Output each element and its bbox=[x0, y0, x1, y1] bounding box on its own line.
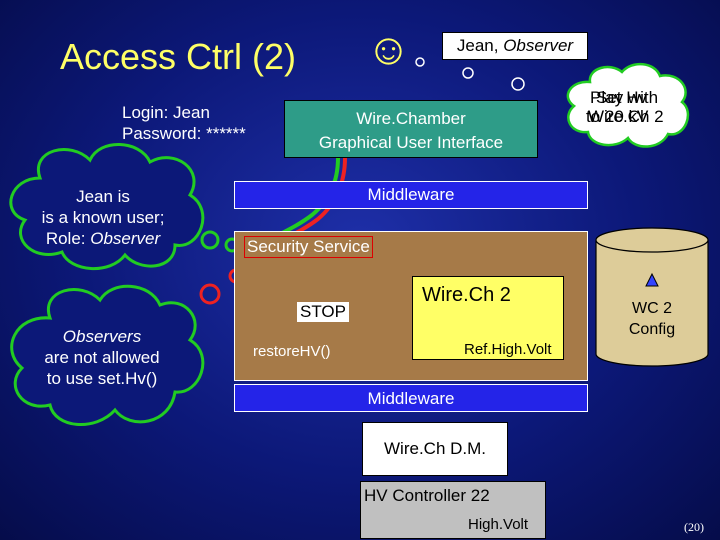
observers-cloud bbox=[10, 284, 205, 426]
cloud-line-role: Observer bbox=[90, 229, 161, 248]
config-line2: Config bbox=[628, 321, 676, 338]
cloud-line: to use set.Hv() bbox=[46, 369, 158, 388]
known-user-cloud bbox=[9, 143, 205, 270]
known-user-cloud-text: Jean is is a known user; Role: Observer bbox=[14, 186, 192, 249]
gui-line2: Graphical User Interface bbox=[318, 133, 504, 152]
thought-text: Set Hv bbox=[596, 88, 648, 107]
thought-line2: Wire.Ch 2 to 20 kV bbox=[576, 107, 684, 126]
page-number: (20) bbox=[684, 520, 704, 534]
user-role: Observer bbox=[503, 36, 574, 55]
smiley-icon: ☺ bbox=[366, 25, 411, 74]
cloud-bubble bbox=[200, 230, 220, 250]
config-cylinder bbox=[595, 227, 709, 367]
gui-box: Wire.Chamber Graphical User Interface bbox=[284, 100, 538, 158]
high-volt-label: High.Volt bbox=[468, 516, 529, 533]
observers-cloud-text: Observers are not allowed to use set.Hv(… bbox=[28, 326, 176, 389]
config-text: WC 2 Config bbox=[600, 298, 704, 340]
restore-hv-label: restoreHV() bbox=[253, 343, 331, 360]
middleware-bottom: Middleware bbox=[234, 384, 588, 412]
thought-text: to 20 kV bbox=[586, 107, 649, 126]
thought-cloud bbox=[566, 63, 690, 148]
login-line: Login: Jean bbox=[122, 103, 210, 122]
middleware-top: Middleware bbox=[234, 181, 588, 209]
cloud-line: Role: Observer bbox=[14, 228, 192, 249]
thought-line1: Play with Set Hv bbox=[576, 88, 684, 107]
thought-text: Wire.Ch 2 bbox=[588, 107, 664, 126]
cloud-line: is a known user; bbox=[41, 208, 165, 227]
thought-bubble-small bbox=[511, 77, 525, 91]
thought-cloud-text: Play with Set Hv Wire.Ch 2 to 20 kV bbox=[576, 88, 684, 126]
user-role-badge: Jean, Observer bbox=[442, 32, 588, 60]
stop-label: STOP bbox=[297, 302, 349, 322]
wirech2-label: Wire.Ch 2 bbox=[422, 284, 511, 306]
ref-high-volt-label: Ref.High.Volt bbox=[464, 341, 552, 358]
cloud-line: Observers bbox=[62, 327, 142, 346]
triangle-icon bbox=[645, 272, 659, 287]
login-info: Login: Jean Password: ****** bbox=[122, 102, 246, 144]
hv-controller-box bbox=[360, 481, 546, 539]
hv-controller-label: HV Controller 22 bbox=[364, 486, 490, 505]
thought-text: Play with bbox=[590, 88, 659, 107]
thought-bubble-small bbox=[415, 57, 425, 67]
red-bubble bbox=[199, 283, 221, 305]
cloud-line-prefix: Role: bbox=[45, 229, 91, 248]
wirech2-box bbox=[412, 276, 564, 360]
data-manager-box: Wire.Ch D.M. bbox=[362, 422, 508, 476]
security-service-label: Security Service bbox=[244, 236, 373, 258]
slide-title: Access Ctrl (2) bbox=[60, 36, 297, 77]
config-line1: WC 2 bbox=[632, 300, 672, 317]
thought-bubble-small bbox=[462, 67, 474, 79]
user-name: Jean, bbox=[456, 36, 504, 55]
gui-line1: Wire.Chamber bbox=[356, 109, 466, 128]
password-line: Password: ****** bbox=[122, 124, 246, 143]
cloud-line: are not allowed bbox=[44, 348, 160, 367]
cloud-line: Jean is bbox=[76, 187, 130, 206]
